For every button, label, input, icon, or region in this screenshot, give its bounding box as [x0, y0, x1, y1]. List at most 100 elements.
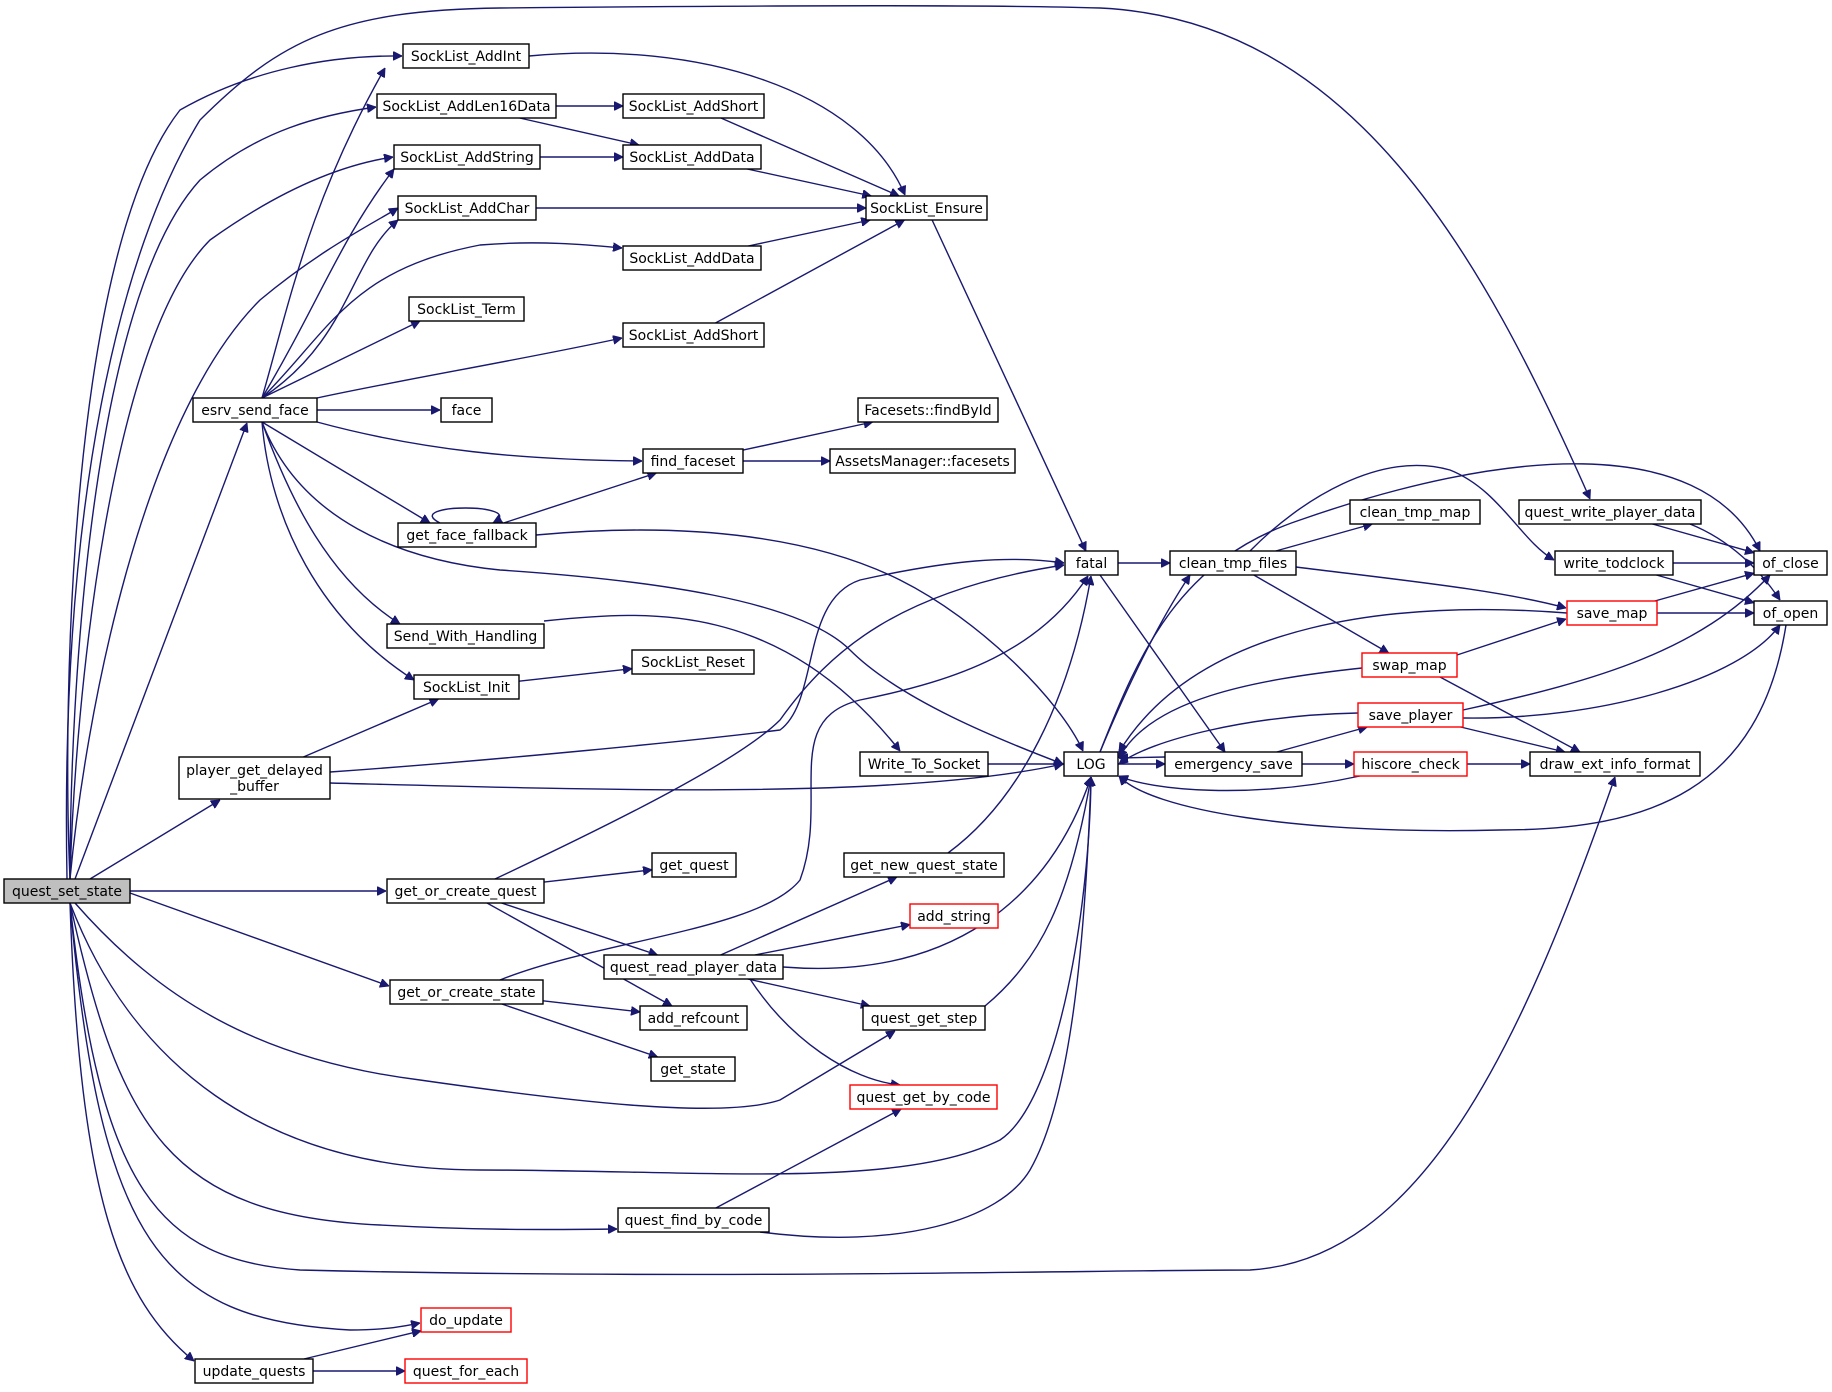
node-clean_tmp_files[interactable]: clean_tmp_files	[1169, 550, 1297, 576]
node-Facesets_findById[interactable]: Facesets::findById	[857, 397, 999, 423]
node-SockList_Term[interactable]: SockList_Term	[408, 296, 525, 322]
node-box[interactable]	[1753, 600, 1828, 626]
node-box[interactable]	[1753, 550, 1828, 576]
node-get_or_create_state[interactable]: get_or_create_state	[389, 979, 544, 1005]
node-Send_With_Handling[interactable]: Send_With_Handling	[386, 623, 545, 649]
node-update_quests[interactable]: update_quests	[194, 1358, 314, 1384]
node-box[interactable]	[622, 322, 765, 348]
node-box[interactable]	[865, 195, 988, 221]
node-swap_map[interactable]: swap_map	[1361, 652, 1458, 678]
node-box[interactable]	[650, 1056, 736, 1082]
node-fatal[interactable]: fatal	[1064, 550, 1119, 576]
node-box[interactable]	[1353, 751, 1468, 777]
node-SockList_Reset[interactable]: SockList_Reset	[631, 649, 755, 675]
node-box[interactable]	[397, 522, 537, 548]
node-box[interactable]	[617, 1207, 770, 1233]
node-get_face_fallback[interactable]: get_face_fallback	[397, 522, 537, 548]
node-box[interactable]	[1554, 550, 1674, 576]
node-quest_set_state[interactable]: quest_set_state	[3, 878, 131, 904]
node-add_refcount[interactable]: add_refcount	[639, 1005, 748, 1031]
node-get_or_create_quest[interactable]: get_or_create_quest	[386, 878, 545, 904]
node-quest_get_step[interactable]: quest_get_step	[862, 1005, 986, 1031]
node-box[interactable]	[631, 649, 755, 675]
node-box[interactable]	[862, 1005, 986, 1031]
node-of_close[interactable]: of_close	[1753, 550, 1828, 576]
node-box[interactable]	[393, 144, 541, 170]
node-box[interactable]	[849, 1084, 998, 1110]
node-get_new_quest_state[interactable]: get_new_quest_state	[843, 852, 1005, 878]
node-box[interactable]	[194, 1358, 314, 1384]
node-box[interactable]	[376, 93, 557, 119]
node-face[interactable]: face	[440, 397, 493, 423]
node-box[interactable]	[843, 852, 1005, 878]
node-box[interactable]	[1566, 600, 1658, 626]
node-box[interactable]	[397, 195, 537, 221]
node-box[interactable]	[408, 296, 525, 322]
node-SockList_Init[interactable]: SockList_Init	[413, 674, 520, 700]
node-SockList_AddShort_1[interactable]: SockList_AddShort	[622, 93, 765, 119]
node-SockList_AddData_1[interactable]: SockList_AddData	[622, 144, 762, 170]
node-esrv_send_face[interactable]: esrv_send_face	[192, 397, 318, 423]
node-box[interactable]	[389, 979, 544, 1005]
node-SockList_AddChar[interactable]: SockList_AddChar	[397, 195, 537, 221]
node-box[interactable]	[639, 1005, 748, 1031]
node-box[interactable]	[1064, 550, 1119, 576]
node-box[interactable]	[1063, 751, 1119, 777]
node-SockList_AddShort_2[interactable]: SockList_AddShort	[622, 322, 765, 348]
node-box[interactable]	[1357, 702, 1464, 728]
node-box[interactable]	[857, 397, 999, 423]
node-box[interactable]	[651, 852, 737, 878]
node-quest_for_each[interactable]: quest_for_each	[404, 1358, 528, 1384]
node-save_map[interactable]: save_map	[1566, 600, 1658, 626]
node-box[interactable]	[1518, 499, 1702, 525]
node-box[interactable]	[386, 623, 545, 649]
node-box[interactable]	[1349, 499, 1481, 525]
node-quest_write_player_data[interactable]: quest_write_player_data	[1518, 499, 1702, 525]
node-box[interactable]	[386, 878, 545, 904]
node-box[interactable]	[404, 1358, 528, 1384]
node-box[interactable]	[622, 144, 762, 170]
node-box[interactable]	[402, 43, 530, 69]
node-box[interactable]	[1529, 751, 1701, 777]
node-box[interactable]	[603, 954, 784, 980]
node-box[interactable]	[3, 878, 131, 904]
node-get_state[interactable]: get_state	[650, 1056, 736, 1082]
node-box[interactable]	[1361, 652, 1458, 678]
node-box[interactable]	[642, 448, 744, 474]
node-draw_ext_info_format[interactable]: draw_ext_info_format	[1529, 751, 1701, 777]
node-save_player[interactable]: save_player	[1357, 702, 1464, 728]
node-quest_find_by_code[interactable]: quest_find_by_code	[617, 1207, 770, 1233]
node-of_open[interactable]: of_open	[1753, 600, 1828, 626]
node-SockList_AddString[interactable]: SockList_AddString	[393, 144, 541, 170]
node-box[interactable]	[413, 674, 520, 700]
node-box[interactable]	[1169, 550, 1297, 576]
node-SockList_Ensure[interactable]: SockList_Ensure	[865, 195, 988, 221]
node-box[interactable]	[440, 397, 493, 423]
node-AssetsManager_facesets[interactable]: AssetsManager::facesets	[829, 448, 1016, 474]
node-box[interactable]	[178, 756, 331, 800]
node-Write_To_Socket[interactable]: Write_To_Socket	[859, 751, 989, 777]
node-hiscore_check[interactable]: hiscore_check	[1353, 751, 1468, 777]
node-box[interactable]	[829, 448, 1016, 474]
node-SockList_AddLen16Data[interactable]: SockList_AddLen16Data	[376, 93, 557, 119]
node-box[interactable]	[1164, 751, 1303, 777]
node-box[interactable]	[859, 751, 989, 777]
node-emergency_save[interactable]: emergency_save	[1164, 751, 1303, 777]
node-box[interactable]	[420, 1307, 512, 1333]
node-find_faceset[interactable]: find_faceset	[642, 448, 744, 474]
node-player_get_delayed_buffer[interactable]: player_get_delayed_buffer	[178, 756, 331, 800]
node-get_quest[interactable]: get_quest	[651, 852, 737, 878]
node-do_update[interactable]: do_update	[420, 1307, 512, 1333]
node-box[interactable]	[909, 903, 999, 929]
node-quest_read_player_data[interactable]: quest_read_player_data	[603, 954, 784, 980]
node-box[interactable]	[622, 245, 762, 271]
node-write_todclock[interactable]: write_todclock	[1554, 550, 1674, 576]
node-SockList_AddInt[interactable]: SockList_AddInt	[402, 43, 530, 69]
node-box[interactable]	[192, 397, 318, 423]
node-SockList_AddData_2[interactable]: SockList_AddData	[622, 245, 762, 271]
node-quest_get_by_code[interactable]: quest_get_by_code	[849, 1084, 998, 1110]
node-clean_tmp_map[interactable]: clean_tmp_map	[1349, 499, 1481, 525]
node-LOG[interactable]: LOG	[1063, 751, 1119, 777]
node-add_string[interactable]: add_string	[909, 903, 999, 929]
node-box[interactable]	[622, 93, 765, 119]
